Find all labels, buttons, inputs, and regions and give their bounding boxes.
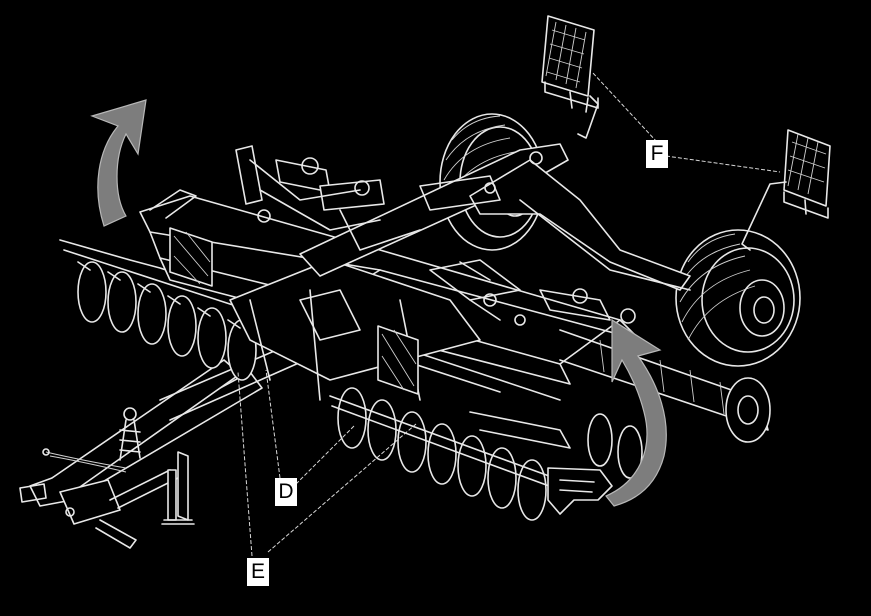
parking-jack xyxy=(161,451,195,525)
front-disc-gang xyxy=(59,239,561,401)
warning-board-left xyxy=(541,15,599,139)
callout-label-e: E xyxy=(247,558,269,586)
leader-lines xyxy=(237,71,781,557)
hydraulic-linkages xyxy=(149,145,636,341)
levelling-board xyxy=(469,411,613,515)
rear-wheel-right xyxy=(675,229,801,367)
warning-board-right xyxy=(741,129,831,251)
curved-arrow-up-icon xyxy=(605,318,667,507)
callout-label-d: D xyxy=(275,478,297,506)
rear-disc-gang xyxy=(329,387,561,521)
drawbar-frame xyxy=(19,339,311,549)
hitch-chain xyxy=(42,448,127,473)
central-beam xyxy=(299,143,691,291)
callout-label-f: F xyxy=(646,140,668,168)
hose-holder xyxy=(119,407,141,461)
main-frame xyxy=(139,195,641,401)
curved-arrow-up-icon xyxy=(90,99,147,227)
packer-roller xyxy=(559,329,771,479)
